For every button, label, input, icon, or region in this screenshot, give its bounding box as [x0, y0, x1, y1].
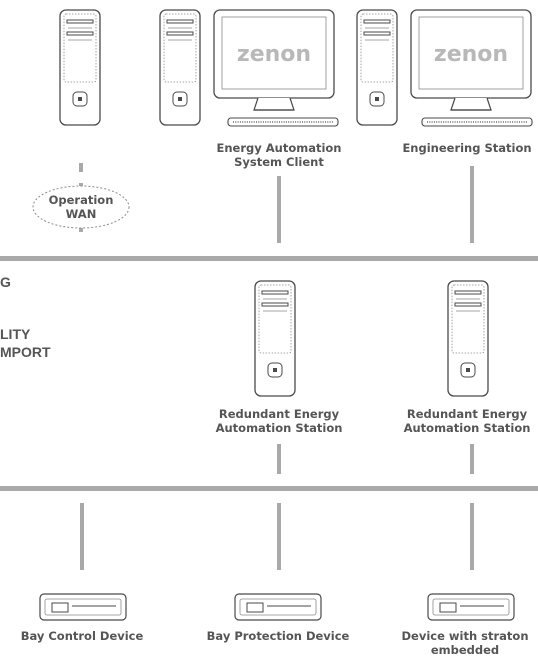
- side-label-1: G: [0, 274, 11, 290]
- network-bar-upper: [0, 256, 538, 261]
- label-redundant-b-line2: Automation Station: [403, 421, 531, 435]
- connector-redundant-b: [470, 444, 474, 474]
- connector-redundant-a: [277, 444, 281, 474]
- device-bay-control: [39, 593, 127, 621]
- connector-engineering: [470, 166, 474, 243]
- zenon-logo: zenon: [434, 42, 508, 67]
- connector-bay-protection: [277, 503, 281, 570]
- label-engineering-line1: Engineering Station: [402, 141, 532, 155]
- label-bay-protection-line1: Bay Protection Device: [206, 629, 350, 643]
- connector-eas-client: [277, 176, 281, 243]
- wan-label-line1: Operation: [48, 193, 114, 207]
- device-bay-protection: [234, 593, 322, 621]
- device-straton: [427, 593, 515, 621]
- side-label-2: LITY: [0, 326, 31, 342]
- label-redundant-b: Redundant Energy Automation Station: [396, 407, 538, 435]
- monitor-engineering: zenon: [410, 9, 532, 111]
- label-bay-protection: Bay Protection Device: [190, 629, 366, 643]
- label-eas-client-line1: Energy Automation: [216, 141, 342, 155]
- wan-label-line2: WAN: [65, 207, 97, 221]
- connector-bay-control: [80, 503, 84, 570]
- label-eas-client: Energy Automation System Client: [199, 141, 359, 169]
- label-straton: Device with straton embedded: [392, 629, 538, 657]
- side-label-3: MPORT: [0, 344, 51, 360]
- wan-label: Operation WAN: [41, 193, 121, 221]
- monitor-eas-client: zenon: [213, 9, 335, 111]
- keyboard-eas-client: [227, 117, 339, 127]
- tower-redundant-a: [254, 280, 296, 397]
- tower-redundant-b: [447, 280, 489, 397]
- label-bay-control-line1: Bay Control Device: [20, 629, 144, 643]
- zenon-logo: zenon: [237, 42, 311, 67]
- network-bar-lower: [0, 486, 538, 491]
- tower-engineering: [356, 9, 398, 126]
- label-redundant-b-line1: Redundant Energy: [406, 407, 528, 421]
- label-redundant-a-line1: Redundant Energy: [218, 407, 340, 421]
- label-straton-line2: embedded: [430, 643, 500, 657]
- tower-eas-client: [159, 9, 201, 126]
- label-redundant-a-line2: Automation Station: [215, 421, 343, 435]
- keyboard-engineering: [421, 117, 533, 127]
- label-bay-control: Bay Control Device: [4, 629, 160, 643]
- wan-cloud: [32, 185, 130, 229]
- label-straton-line1: Device with straton: [401, 629, 529, 643]
- label-eas-client-line2: System Client: [234, 155, 324, 169]
- tower-operation: [59, 9, 101, 126]
- label-redundant-a: Redundant Energy Automation Station: [199, 407, 359, 435]
- connector-straton: [470, 503, 474, 570]
- label-engineering: Engineering Station: [396, 141, 538, 155]
